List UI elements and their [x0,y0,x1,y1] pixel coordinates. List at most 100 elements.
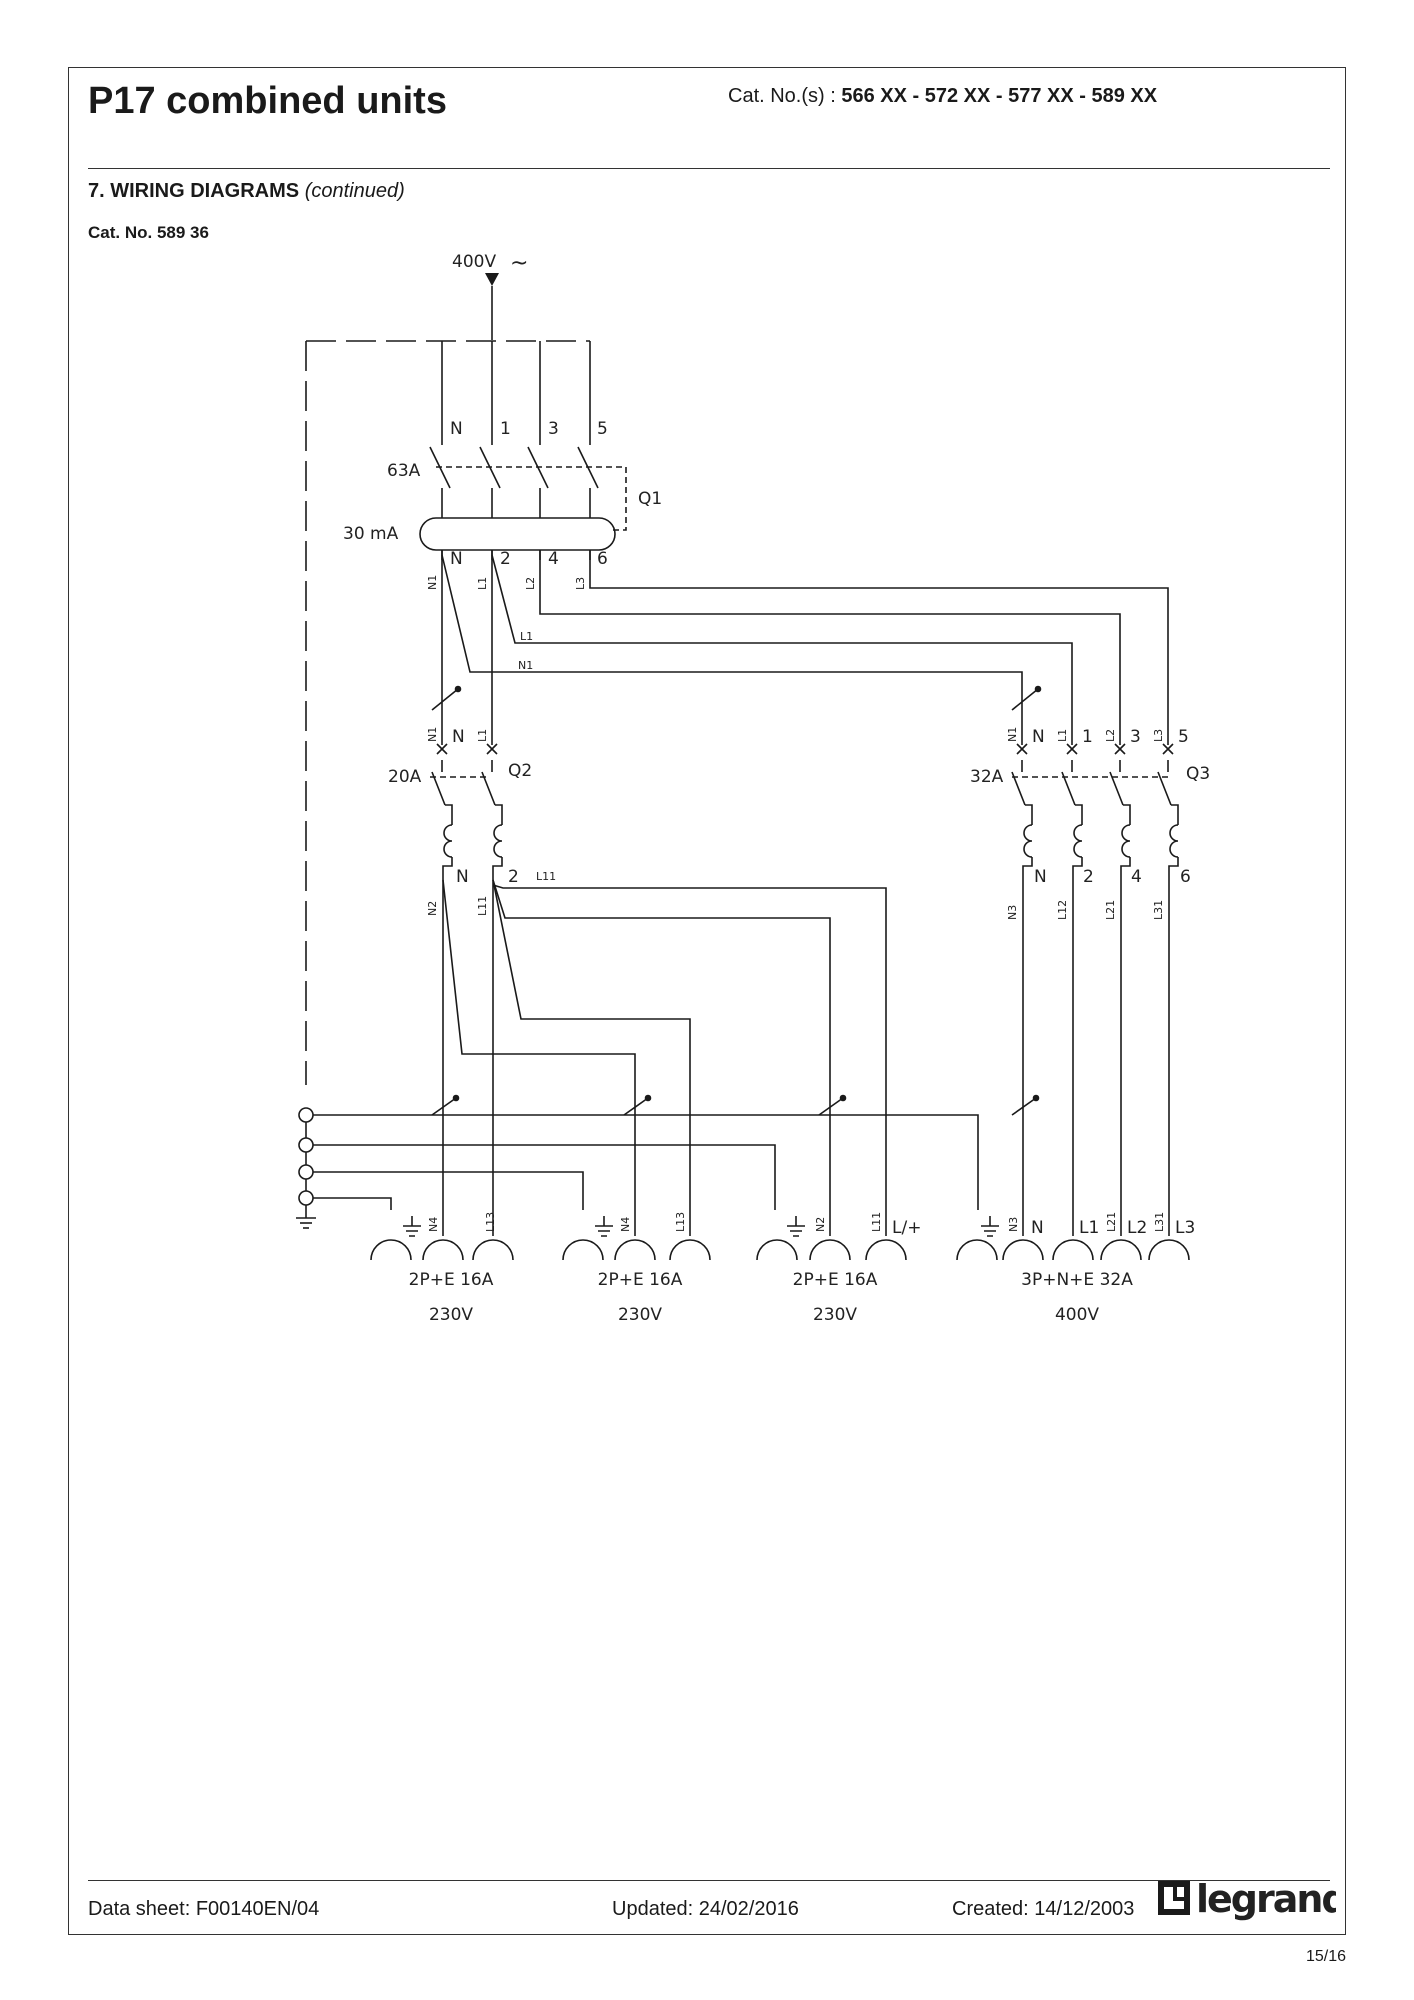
svg-text:L2: L2 [1127,1218,1147,1238]
catalog-prefix: Cat. No.(s) : [728,85,842,107]
legrand-logo: legrand [1158,1877,1336,1921]
svg-text:N: N [456,867,469,887]
svg-text:L1: L1 [476,729,489,742]
svg-text:230V: 230V [618,1305,662,1325]
footer-updated: Updated: 24/02/2016 [612,1898,799,1920]
svg-text:N2: N2 [814,1217,827,1232]
svg-text:L21: L21 [1105,1212,1118,1232]
svg-text:Q3: Q3 [1186,764,1210,784]
q1-feeders [441,341,591,445]
svg-text:3: 3 [548,419,559,439]
socket-earth-icons [403,1216,999,1237]
svg-text:2: 2 [508,867,519,887]
svg-text:Q2: Q2 [508,761,532,781]
svg-text:1: 1 [1082,727,1093,747]
page-number: 15/16 [1305,1948,1346,1965]
svg-text:N: N [450,419,463,439]
svg-text:L31: L31 [1152,900,1165,920]
svg-text:N1: N1 [426,727,439,742]
svg-text:N: N [1031,1218,1044,1238]
q2-distribution-wiring [442,875,887,1236]
svg-text:1: 1 [500,419,511,439]
catalog-number-list: 566 XX - 572 XX - 577 XX - 589 XX [841,85,1158,107]
q1-name: Q1 [638,489,662,509]
svg-text:L31: L31 [1153,1212,1166,1232]
svg-text:L13: L13 [674,1212,687,1232]
footer-datasheet: Data sheet: F00140EN/04 [88,1898,320,1920]
svg-text:L11: L11 [870,1212,883,1232]
q1-through-lines [441,550,591,560]
svg-text:5: 5 [597,419,608,439]
q1-output-wiring [441,550,1169,745]
q1-bottom-terminals: N 2 4 6 [450,549,608,569]
svg-text:L3: L3 [574,577,587,590]
q2-wire-labels: N1 L1 N2 L11 L11 [426,727,556,916]
svg-text:N4: N4 [619,1217,632,1232]
bus-label-n1: N1 [518,659,533,672]
svg-text:L1: L1 [1079,1218,1099,1238]
svg-text:3: 3 [1130,727,1141,747]
footer-divider [88,1880,1330,1881]
svg-text:L/+: L/+ [892,1218,921,1238]
svg-text:L2: L2 [524,577,537,590]
svg-text:L1: L1 [1056,729,1069,742]
page-title: P17 combined units [88,80,447,122]
section-title: 7. WIRING DIAGRAMS [88,180,300,202]
svg-text:N3: N3 [1007,1217,1020,1232]
svg-text:N1: N1 [1006,727,1019,742]
q1-wire-labels: N1 L1 L2 L3 [426,575,587,590]
svg-text:L11: L11 [536,870,556,883]
svg-text:230V: 230V [429,1305,473,1325]
svg-text:L3: L3 [1175,1218,1195,1238]
svg-text:N: N [452,727,465,747]
svg-text:N1: N1 [426,575,439,590]
svg-text:L21: L21 [1104,900,1117,920]
svg-text:6: 6 [597,549,608,569]
svg-text:230V: 230V [813,1305,857,1325]
neutral-switch-symbols [431,1094,1040,1116]
socket-wire-labels: N4 L13 N4 L13 N2 L11 N3 L21 L31 [427,1212,1166,1232]
svg-text:5: 5 [1178,727,1189,747]
svg-text:2P+E 16A: 2P+E 16A [793,1270,878,1290]
q3-labels: N 1 3 5 Q3 32A N 2 4 6 [970,727,1210,887]
q3-wire-labels: N1 L1 L2 L3 N3 L12 L21 L31 [1006,727,1165,920]
svg-text:N2: N2 [426,901,439,916]
svg-text:4: 4 [1131,867,1142,887]
ac-symbol: ~ [510,251,528,276]
supply-voltage-label: 400V [452,252,496,272]
q3-breaker [1011,685,1179,1236]
svg-text:6: 6 [1180,867,1191,887]
svg-text:2P+E 16A: 2P+E 16A [598,1270,683,1290]
supply-arrow-icon [485,273,499,286]
svg-text:4: 4 [548,549,559,569]
socket-captions: 2P+E 16A 230V 2P+E 16A 230V 2P+E 16A 230… [409,1270,1134,1325]
wiring-diagram: 400V ~ N 1 3 5 63A Q1 30 mA [296,251,1210,1325]
svg-text:2P+E 16A: 2P+E 16A [409,1270,494,1290]
svg-text:400V: 400V [1055,1305,1099,1325]
svg-text:L11: L11 [476,896,489,916]
section-heading: 7. WIRING DIAGRAMS (continued) [88,180,405,203]
svg-text:L3: L3 [1152,729,1165,742]
footer-created: Created: 14/12/2003 [952,1898,1135,1920]
cat-number-label: Cat. No. 589 36 [88,223,209,242]
socket-pin-labels: L/+ N L1 L2 L3 [892,1218,1195,1238]
svg-text:N4: N4 [427,1217,440,1232]
svg-text:32A: 32A [970,767,1004,787]
catalog-numbers: Cat. No.(s) : 566 XX - 572 XX - 577 XX -… [728,85,1157,108]
q1-switch-blades [429,446,627,531]
section-continued: (continued) [304,180,405,202]
q2-labels: N Q2 20A N 2 [388,727,532,887]
rcd-toroid [419,517,616,551]
svg-text:L13: L13 [484,1212,497,1232]
svg-text:N: N [1034,867,1047,887]
svg-text:2: 2 [1083,867,1094,887]
svg-text:L12: L12 [1056,900,1069,920]
svg-text:N: N [1032,727,1045,747]
svg-text:3P+N+E 32A: 3P+N+E 32A [1021,1270,1133,1290]
header-divider [88,168,1330,169]
svg-text:N3: N3 [1006,905,1019,920]
svg-text:legrand: legrand [1196,1877,1336,1921]
socket-pins [370,1239,1190,1261]
earth-distribution [296,1107,979,1229]
bus-label-l1: L1 [520,630,533,643]
